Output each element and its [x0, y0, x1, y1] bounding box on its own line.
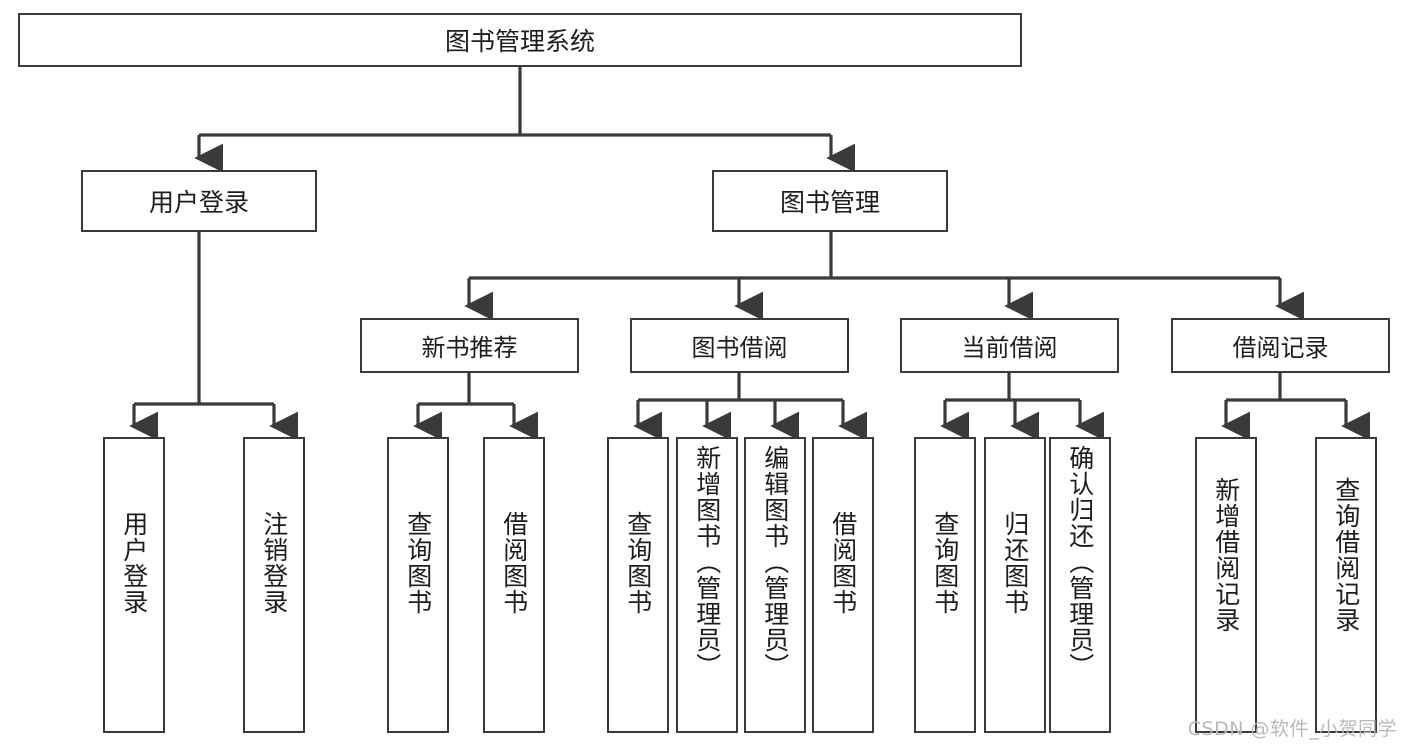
leaf-query-book-recommend-label: 查询图书	[403, 511, 433, 615]
node-new-book-recommend[interactable]: 新书推荐	[360, 318, 579, 373]
leaf-query-book-borrow[interactable]: 查询图书	[607, 437, 669, 733]
node-book-borrow-label: 图书借阅	[691, 334, 788, 362]
node-root[interactable]: 图书管理系统	[18, 13, 1022, 67]
node-borrow-record-label: 借阅记录	[1232, 334, 1329, 362]
leaf-confirm-return-admin[interactable]: 确认归还（管理员）	[1049, 437, 1111, 733]
leaf-query-borrow-record[interactable]: 查询借阅记录	[1315, 437, 1377, 733]
leaf-add-borrow-record-label: 新增借阅记录	[1211, 477, 1241, 633]
leaf-logout[interactable]: 注销登录	[243, 437, 305, 733]
leaf-edit-book-admin-label: 编辑图书（管理员）	[760, 445, 790, 679]
leaf-return-book[interactable]: 归还图书	[984, 437, 1046, 733]
leaf-logout-label: 注销登录	[259, 511, 289, 615]
leaf-query-borrow-record-label: 查询借阅记录	[1331, 477, 1361, 633]
leaf-confirm-return-admin-label: 确认归还（管理员）	[1065, 445, 1095, 679]
node-user-login-label: 用户登录	[148, 188, 249, 217]
node-borrow-record[interactable]: 借阅记录	[1171, 318, 1390, 373]
node-new-book-recommend-label: 新书推荐	[421, 334, 518, 362]
leaf-query-book-borrow-label: 查询图书	[623, 511, 653, 615]
leaf-borrow-book-recommend-label: 借阅图书	[499, 511, 529, 615]
node-current-borrow[interactable]: 当前借阅	[900, 318, 1119, 373]
node-current-borrow-label: 当前借阅	[961, 334, 1058, 362]
node-user-login[interactable]: 用户登录	[81, 170, 317, 232]
leaf-borrow-book-recommend[interactable]: 借阅图书	[483, 437, 545, 733]
leaf-add-book-admin[interactable]: 新增图书（管理员）	[676, 437, 738, 733]
node-book-management[interactable]: 图书管理	[712, 170, 948, 232]
leaf-query-book-current-label: 查询图书	[930, 511, 960, 615]
node-root-label: 图书管理系统	[444, 27, 595, 56]
leaf-add-borrow-record[interactable]: 新增借阅记录	[1195, 437, 1257, 733]
leaf-query-book-recommend[interactable]: 查询图书	[387, 437, 449, 733]
leaf-user-login[interactable]: 用户登录	[103, 437, 165, 733]
node-book-borrow[interactable]: 图书借阅	[630, 318, 849, 373]
leaf-user-login-label: 用户登录	[119, 511, 149, 615]
leaf-borrow-book-label: 借阅图书	[828, 511, 858, 615]
leaf-borrow-book[interactable]: 借阅图书	[812, 437, 874, 733]
node-book-management-label: 图书管理	[779, 188, 880, 217]
leaf-add-book-admin-label: 新增图书（管理员）	[692, 445, 722, 679]
leaf-query-book-current[interactable]: 查询图书	[914, 437, 976, 733]
watermark: CSDN @软件_小贺同学	[1187, 718, 1397, 740]
leaf-return-book-label: 归还图书	[1000, 511, 1030, 615]
leaf-edit-book-admin[interactable]: 编辑图书（管理员）	[744, 437, 806, 733]
